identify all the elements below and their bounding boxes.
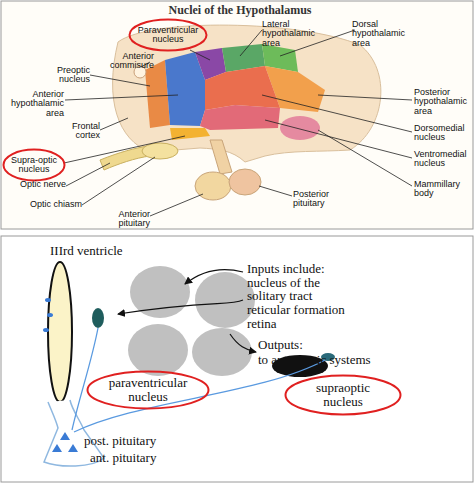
gray-region — [128, 324, 188, 376]
leader-lines — [64, 30, 412, 216]
structure-label: Anterior commisure — [98, 52, 154, 71]
blood-vessel-marks — [52, 432, 78, 452]
leader-line — [190, 50, 210, 60]
leader-line — [240, 30, 262, 56]
structure-label: ant. pituitary — [90, 451, 220, 465]
panel-frame — [1, 1, 473, 229]
axon-tract — [72, 328, 98, 430]
leader-line — [82, 157, 155, 205]
leader-line — [265, 120, 412, 158]
leader-line — [262, 95, 412, 132]
nucleus-name: supraoptic nucleus — [303, 381, 383, 408]
optic-chiasm — [142, 143, 178, 159]
structure-label: Posterior pituitary — [293, 190, 353, 209]
structure-label: Anterior hypothalamic area — [2, 90, 64, 118]
structure-label: Posterior hypothalamic area — [414, 88, 472, 116]
leader-line — [259, 186, 292, 196]
red-circle — [88, 372, 209, 409]
structure-label: Outputs: — [258, 338, 378, 352]
structure-label: Optic nerve — [14, 180, 66, 189]
output-arrow — [230, 334, 256, 352]
structure-label: Optic chiasm — [28, 200, 82, 209]
axon-tract — [74, 360, 325, 432]
structure-label: Dorsomedial nucleus — [414, 124, 472, 143]
structure-label: Dorsal hypothalamic area — [352, 20, 422, 48]
structure-label: Mammillary body — [414, 180, 472, 199]
dorsomedial-nucleus — [205, 66, 280, 110]
nucleus-name: Paraventricular nucleus — [135, 26, 201, 45]
red-circle — [286, 376, 401, 415]
pituitary-stalk — [210, 140, 232, 174]
circled-nucleus: Supra-optic nucleus — [2, 148, 66, 182]
cell-dot — [47, 313, 53, 317]
third-ventricle — [48, 262, 72, 402]
paraventricular-cell-group — [92, 308, 104, 328]
brain-section — [113, 25, 381, 162]
nucleus-name: paraventricular nucleus — [96, 376, 200, 403]
leader-line — [318, 130, 412, 186]
structure-label: Inputs include: nucleus of the solitary … — [247, 262, 357, 330]
structure-label: Ventromedial nucleus — [414, 150, 472, 169]
diagram-title: Nuclei of the Hypothalamus — [120, 3, 360, 18]
structure-label: post. pituitary — [84, 434, 214, 448]
leader-line — [90, 75, 150, 86]
red-circle — [130, 20, 207, 51]
posterior-pituitary — [229, 169, 261, 195]
gray-region — [195, 272, 255, 328]
gray-region — [130, 266, 190, 318]
cell-dot — [45, 298, 51, 302]
leader-line — [66, 163, 110, 186]
cell-dot — [43, 328, 49, 332]
panel-frame — [1, 236, 473, 482]
leader-line — [150, 194, 203, 216]
structure-label: to autonomic systems — [258, 353, 418, 367]
structure-label: Lateral hypothalamic area — [262, 20, 332, 48]
input-arrow — [118, 300, 243, 314]
circled-nucleus: paraventricular nucleus — [86, 370, 210, 410]
structure-label: Frontal cortex — [48, 122, 100, 141]
red-circle — [4, 150, 65, 181]
structure-label: Anterior pituitary — [92, 210, 150, 229]
circled-nucleus: supraoptic nucleus — [284, 374, 402, 416]
nucleus-name: Supra-optic nucleus — [7, 156, 61, 175]
circled-nucleus: Paraventricular nucleus — [128, 18, 208, 52]
ventromedial-nucleus — [200, 105, 280, 130]
mammillary-body — [280, 116, 320, 140]
structure-label: Preoptic nucleus — [34, 66, 90, 85]
input-arrow — [185, 270, 243, 284]
structure-label: IIIrd ventricle — [50, 244, 170, 258]
anterior-pituitary — [195, 172, 231, 200]
leader-line — [65, 95, 178, 100]
gray-region — [192, 328, 252, 376]
leader-line — [100, 118, 128, 130]
leader-line — [318, 95, 412, 100]
